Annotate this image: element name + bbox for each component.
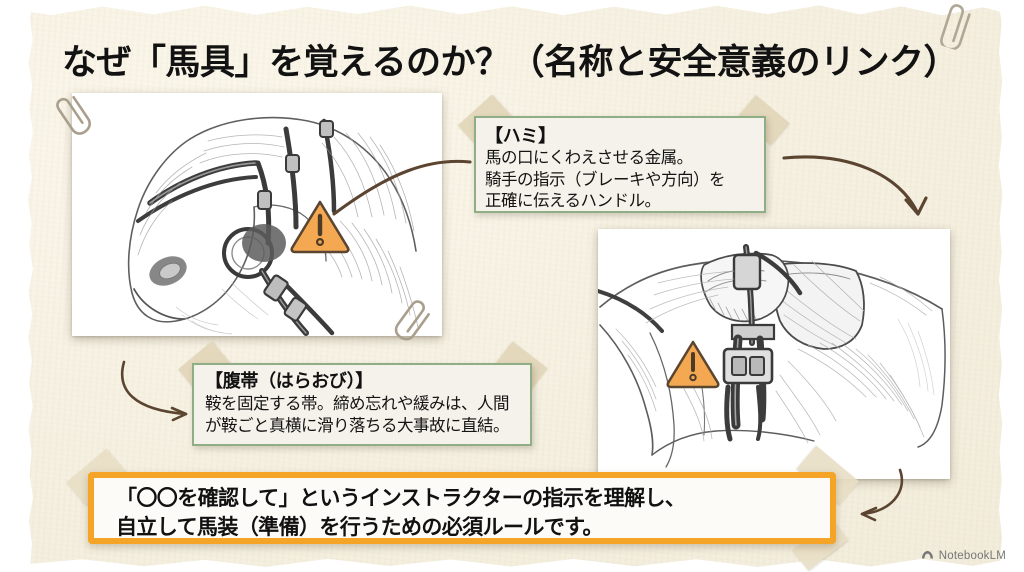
warning-triangle-icon <box>289 198 351 254</box>
callout-haraobi-line-1: 鞍を固定する帯。締め忘れや緩みは、人間 <box>205 395 510 413</box>
summary-banner-line-1: 「〇〇を確認して」というインストラクターの指示を理解し、 <box>116 487 686 510</box>
notebooklm-logo-icon <box>921 549 934 562</box>
paperclip-icon <box>936 0 983 54</box>
callout-haraobi-line-2: が鞍ごと真横に滑り落ちる大事故に直結。 <box>205 417 510 435</box>
callout-haraobi-title: 【腹帯（はらおび）】 <box>205 371 373 391</box>
paperclip-icon <box>50 84 104 141</box>
notebooklm-label: NotebookLM <box>938 549 1006 562</box>
paper-torn-edge-right <box>998 0 1024 572</box>
paperclip-icon <box>388 294 443 351</box>
image-horse-head-bridle <box>72 93 442 336</box>
image-horse-girth-saddle <box>598 229 950 479</box>
summary-banner: 「〇〇を確認して」というインストラクターの指示を理解し、 自立して馬装（準備）を… <box>88 472 836 544</box>
callout-hami-line-3: 正確に伝えるハンドル。 <box>485 192 661 210</box>
callout-hami-line-1: 馬の口にくわえさせる金属。 <box>485 149 693 167</box>
callout-hami-line-2: 騎手の指示（ブレーキや方向）を <box>485 170 726 189</box>
notebooklm-watermark: NotebookLM <box>921 549 1006 562</box>
callout-hami-title: 【ハミ】 <box>485 126 556 146</box>
paper-torn-edge-left <box>0 0 34 572</box>
warning-triangle-icon <box>665 338 721 389</box>
page-title: なぜ「馬具」を覚えるのか？（名称と安全意義のリンク） <box>62 43 958 82</box>
callout-hami: 【ハミ】 馬の口にくわえさせる金属。 騎手の指示（ブレーキや方向）を 正確に伝え… <box>474 116 766 213</box>
summary-banner-line-2: 自立して馬装（準備）を行うための必須ルールです。 <box>116 516 603 539</box>
callout-haraobi: 【腹帯（はらおび）】 鞍を固定する帯。締め忘れや緩みは、人間 が鞍ごと真横に滑り… <box>192 363 532 446</box>
